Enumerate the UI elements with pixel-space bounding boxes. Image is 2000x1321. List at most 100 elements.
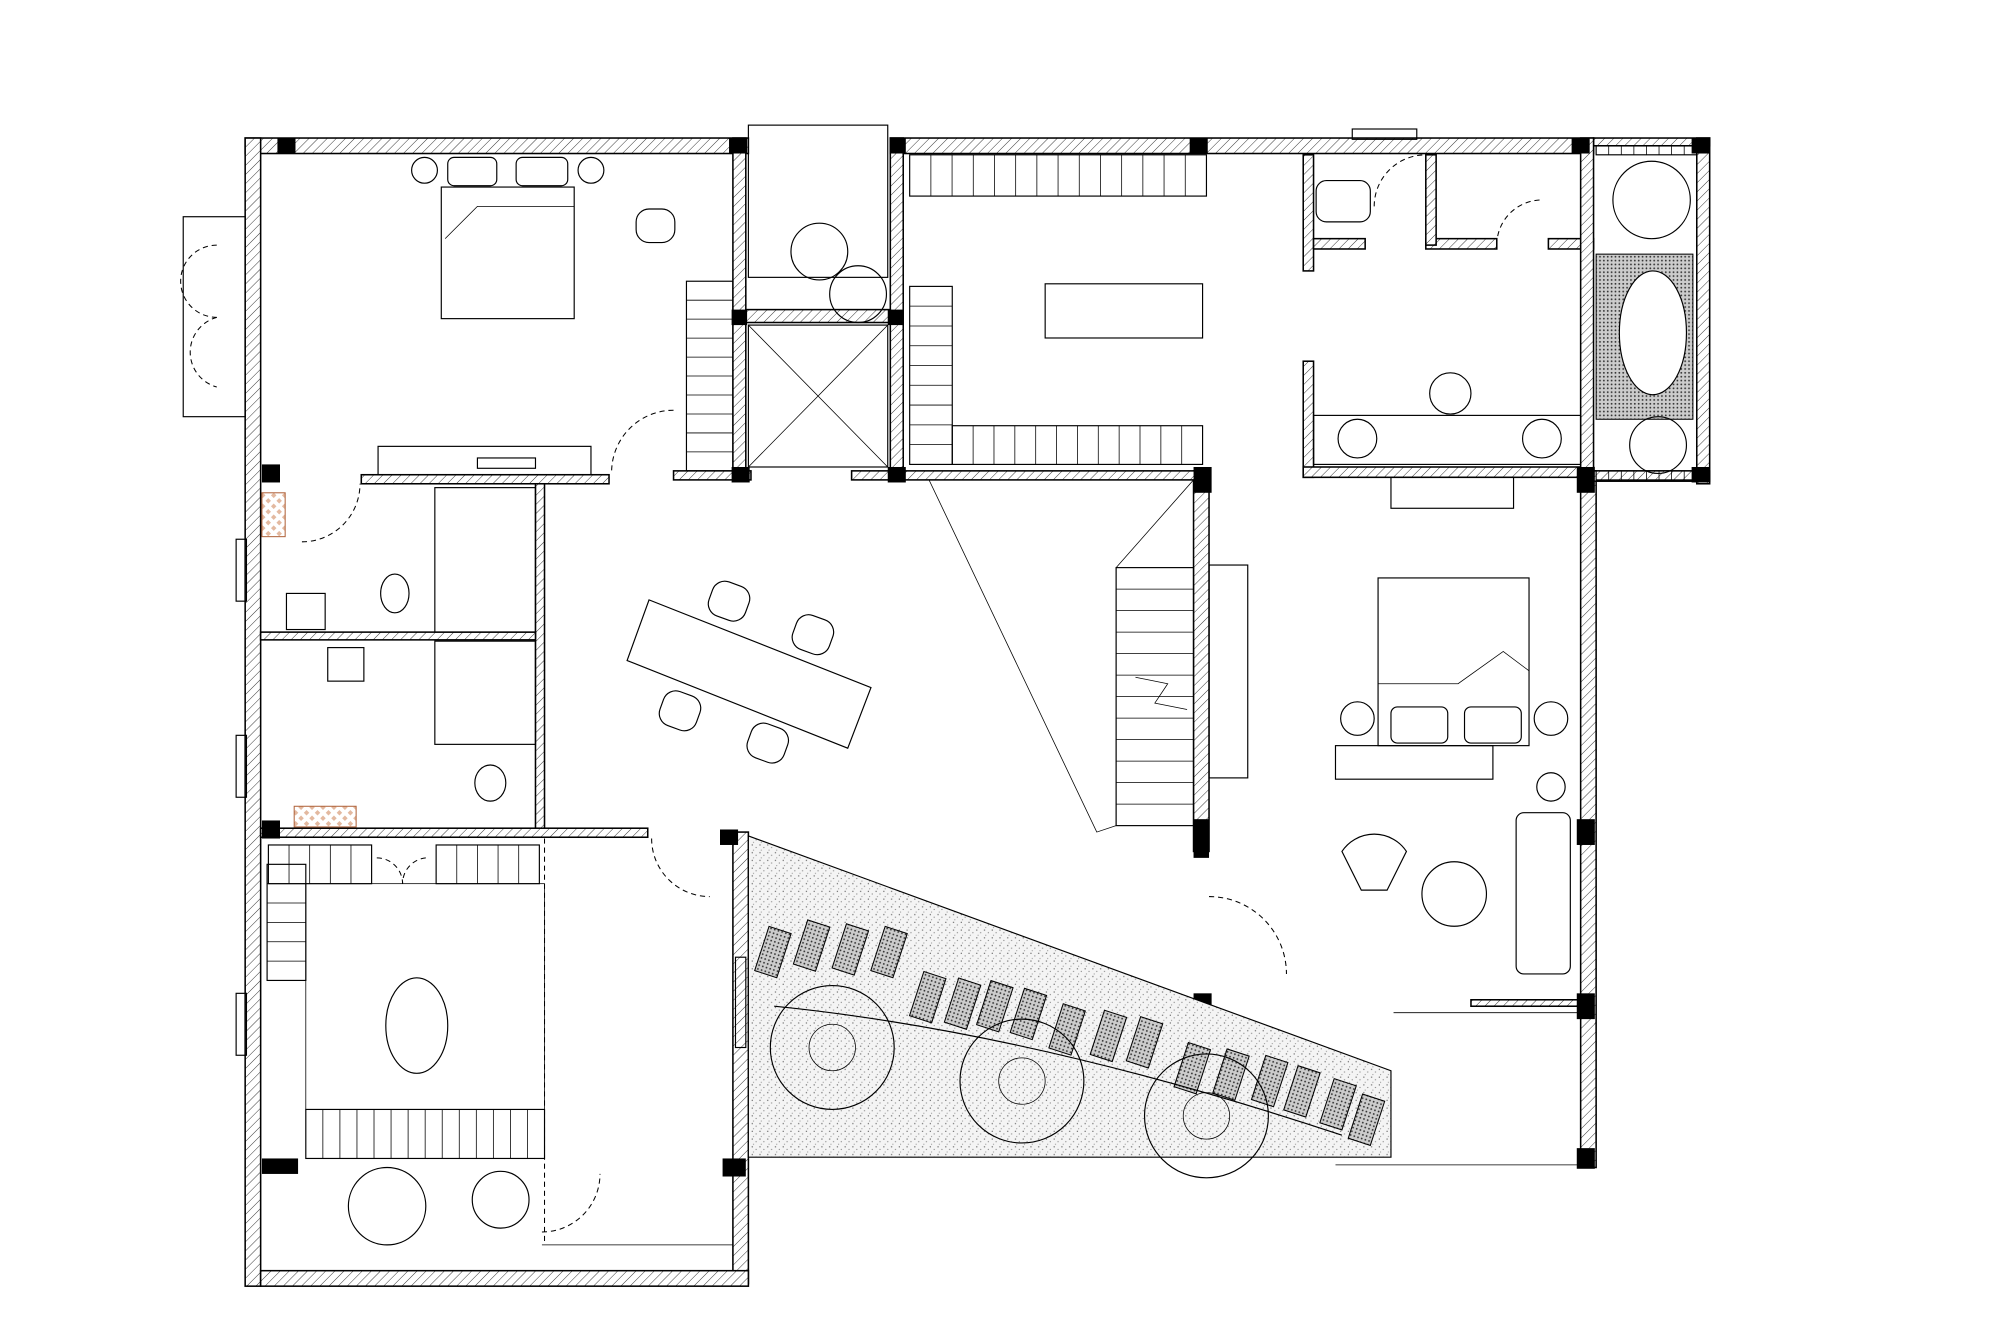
stair-handrail: [1208, 564, 1249, 779]
stepping-stone: [870, 925, 908, 979]
tree-pit: [998, 1057, 1046, 1105]
tree-icon: [790, 222, 849, 281]
shrub-icon: [1612, 160, 1691, 240]
dining-table: [626, 599, 872, 749]
door-arc: [1373, 154, 1426, 207]
bed-cover: [444, 206, 575, 239]
shower-area: [434, 640, 537, 745]
stepping-stone: [1048, 1003, 1086, 1056]
wall-wc-divider: [1425, 154, 1437, 246]
palm-icon: [1629, 416, 1688, 475]
column: [1691, 138, 1710, 154]
wall-baths-bottom: [259, 827, 649, 839]
bedroom-1: [377, 156, 676, 476]
wall-master-bath-left: [1302, 360, 1315, 479]
stair-run: [909, 285, 953, 465]
wall-baths-right: [534, 482, 546, 833]
column: [1189, 138, 1208, 154]
floor-drain-tile: [261, 492, 286, 538]
windows: [182, 128, 1418, 1056]
structural-columns: [261, 138, 1710, 1177]
sink: [327, 647, 365, 682]
wall-bottom-left: [259, 1269, 750, 1287]
chair: [635, 208, 676, 244]
stepping-stone: [1009, 987, 1048, 1041]
stepping-stones: [754, 919, 1386, 1147]
door-arc: [1209, 896, 1287, 974]
column: [731, 466, 750, 483]
double-door-arc: [376, 857, 426, 884]
stool: [1429, 372, 1472, 415]
column: [277, 138, 296, 154]
column: [722, 1158, 746, 1177]
door-arc: [189, 316, 217, 388]
stepping-stone: [1250, 1054, 1289, 1108]
wall-terrace-right: [1696, 137, 1711, 485]
column: [731, 309, 748, 326]
tv-cabinet: [377, 445, 592, 476]
door-arc: [651, 838, 710, 898]
desk: [1044, 283, 1204, 339]
wall-top-left: [244, 137, 750, 155]
window: [734, 956, 747, 1049]
column: [887, 466, 906, 483]
shrub-icon: [471, 1170, 530, 1229]
wall-baths-divider: [259, 631, 537, 641]
stepping-stone: [754, 925, 792, 979]
toilet: [1315, 180, 1371, 223]
wall-core-right: [889, 137, 904, 481]
basin: [1522, 418, 1562, 459]
dining-chair: [746, 722, 790, 764]
bed: [1377, 577, 1530, 747]
dining-chair: [658, 690, 702, 732]
column: [1576, 819, 1595, 845]
column: [261, 464, 280, 483]
stair-outline: [928, 479, 1195, 833]
stepping-stone: [1089, 1009, 1128, 1063]
door-arc: [1496, 199, 1542, 246]
wall-courtyard-left: [732, 831, 750, 1285]
lounge-chair: [1341, 833, 1408, 891]
bed-cover: [1378, 650, 1530, 685]
bedroom-2: [1334, 577, 1571, 975]
nightstand-lamp: [1340, 701, 1375, 736]
wall-core-left: [732, 137, 747, 481]
bathrooms: [261, 487, 537, 828]
lounge: [305, 838, 733, 1246]
toilet: [380, 573, 410, 614]
tree-icon: [1143, 1053, 1269, 1179]
column: [720, 829, 739, 845]
oval-table: [385, 977, 449, 1074]
shaft-cross: [748, 324, 889, 468]
sofa: [1515, 812, 1571, 975]
core: [747, 124, 889, 468]
stepping-stone: [1319, 1077, 1357, 1131]
garden-path-edge: [774, 1005, 1343, 1136]
dining-chair: [707, 580, 751, 622]
wall-stair-right: [1192, 470, 1210, 853]
main-staircase: [928, 479, 1249, 833]
column: [1576, 466, 1595, 493]
round-table: [1421, 861, 1488, 927]
vanity: [1312, 414, 1582, 465]
nightstand-lamp: [1533, 701, 1569, 736]
stair-run: [435, 844, 540, 885]
bed: [440, 186, 575, 320]
tree-icon: [829, 265, 888, 324]
elevator-shaft: [747, 324, 889, 468]
courtyard-garden: [747, 835, 1581, 1179]
column: [1193, 466, 1212, 493]
bench: [1334, 745, 1494, 780]
nightstand-lamp: [577, 156, 605, 184]
door-swings: [180, 154, 1542, 1233]
stepping-stone: [1125, 1016, 1164, 1069]
stepping-stone: [943, 977, 982, 1030]
wall-master-bath-bottom: [1302, 466, 1595, 479]
pillow: [1390, 706, 1449, 744]
dining-area: [626, 580, 872, 764]
column: [890, 138, 906, 154]
column: [1576, 993, 1595, 1020]
column: [729, 138, 748, 154]
stepping-stone: [1212, 1048, 1250, 1101]
